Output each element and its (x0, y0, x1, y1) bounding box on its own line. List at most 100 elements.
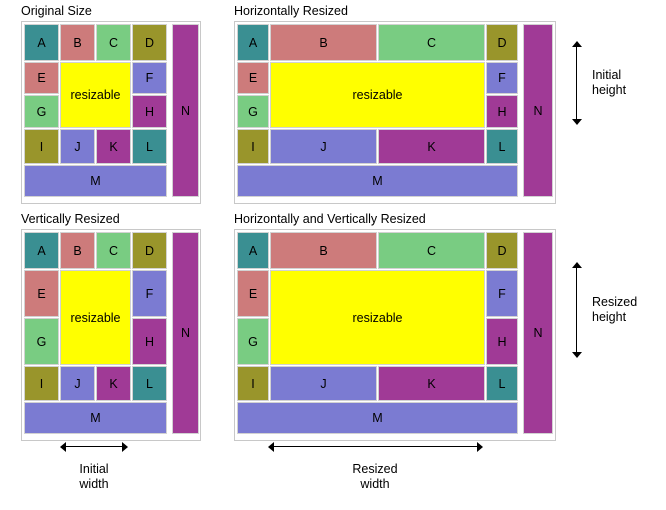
cell-label: L (146, 376, 153, 391)
initial-width-arrow (60, 442, 128, 452)
cell-resizable[interactable]: resizable (60, 270, 131, 365)
cell-d[interactable]: D (486, 232, 518, 269)
arrow-line (576, 267, 577, 353)
cell-label: M (90, 174, 101, 188)
cell-k[interactable]: K (378, 129, 485, 164)
cell-d[interactable]: D (132, 232, 167, 269)
cell-b[interactable]: B (270, 24, 377, 61)
cell-label: F (498, 286, 506, 301)
cell-c[interactable]: C (96, 24, 131, 61)
cell-label: F (498, 71, 506, 85)
cell-m[interactable]: M (24, 402, 167, 434)
cell-j[interactable]: J (60, 129, 95, 164)
cell-g[interactable]: G (237, 318, 269, 365)
arrow-line (576, 46, 577, 120)
cell-resizable[interactable]: resizable (270, 270, 485, 365)
cell-g[interactable]: G (24, 95, 59, 128)
cell-d[interactable]: D (486, 24, 518, 61)
cell-label: C (426, 243, 437, 258)
cell-label: I (39, 376, 44, 391)
cell-a[interactable]: A (237, 24, 269, 61)
arrow-head-up-icon (572, 262, 582, 268)
cell-l[interactable]: L (486, 129, 518, 164)
cell-j[interactable]: J (60, 366, 95, 401)
cell-h[interactable]: H (132, 95, 167, 128)
cell-label: F (145, 286, 154, 301)
cell-n[interactable]: N (523, 232, 553, 434)
cell-f[interactable]: F (132, 270, 167, 317)
cell-k[interactable]: K (96, 366, 131, 401)
panel-title-both: Horizontally and Vertically Resized (234, 212, 426, 226)
cell-a[interactable]: A (24, 24, 59, 61)
cell-label: E (248, 286, 258, 301)
cell-b[interactable]: B (270, 232, 377, 269)
cell-label: H (497, 104, 507, 119)
cell-i[interactable]: I (237, 129, 269, 164)
cell-label: K (427, 376, 436, 391)
cell-f[interactable]: F (486, 270, 518, 317)
cell-label: B (73, 35, 82, 50)
cell-m[interactable]: M (237, 402, 518, 434)
cell-e[interactable]: E (24, 62, 59, 94)
cell-label: M (372, 411, 383, 425)
cell-label: L (146, 139, 153, 154)
cell-h[interactable]: H (132, 318, 167, 365)
cell-label: L (498, 139, 506, 154)
cell-label: J (74, 139, 81, 154)
cell-b[interactable]: B (60, 232, 95, 269)
layout-grid-vertical: A B C D E G resizable F H I J K L M N (21, 229, 201, 441)
cell-k[interactable]: K (96, 129, 131, 164)
cell-c[interactable]: C (378, 24, 485, 61)
cell-i[interactable]: I (24, 366, 59, 401)
cell-g[interactable]: G (237, 95, 269, 128)
cell-a[interactable]: A (24, 232, 59, 269)
cell-g[interactable]: G (24, 318, 59, 365)
cell-label: J (320, 139, 327, 154)
cell-h[interactable]: H (486, 95, 518, 128)
cell-label: G (36, 334, 47, 349)
cell-l[interactable]: L (132, 366, 167, 401)
cell-l[interactable]: L (132, 129, 167, 164)
cell-i[interactable]: I (24, 129, 59, 164)
cell-j[interactable]: J (270, 129, 377, 164)
cell-m[interactable]: M (24, 165, 167, 197)
cell-b[interactable]: B (60, 24, 95, 61)
cell-label: A (248, 243, 258, 258)
cell-label: B (319, 35, 328, 50)
cell-resizable[interactable]: resizable (270, 62, 485, 128)
cell-resizable[interactable]: resizable (60, 62, 131, 128)
panel-title-horizontal: Horizontally Resized (234, 4, 348, 18)
cell-h[interactable]: H (486, 318, 518, 365)
cell-f[interactable]: F (132, 62, 167, 94)
cell-n[interactable]: N (523, 24, 553, 197)
cell-label: K (427, 139, 436, 154)
panel-original-size: Original Size A B C D E G resizable F H … (21, 4, 201, 204)
cell-label: I (251, 139, 255, 154)
cell-e[interactable]: E (237, 62, 269, 94)
cell-m[interactable]: M (237, 165, 518, 197)
cell-c[interactable]: C (96, 232, 131, 269)
arrow-head-right-icon (122, 442, 128, 452)
cell-l[interactable]: L (486, 366, 518, 401)
cell-label: resizable (70, 310, 121, 325)
cell-label: E (248, 71, 258, 85)
cell-a[interactable]: A (237, 232, 269, 269)
cell-d[interactable]: D (132, 24, 167, 61)
cell-label: D (497, 243, 507, 258)
cell-c[interactable]: C (378, 232, 485, 269)
cell-i[interactable]: I (237, 366, 269, 401)
cell-k[interactable]: K (378, 366, 485, 401)
cell-e[interactable]: E (237, 270, 269, 317)
cell-n[interactable]: N (172, 24, 199, 197)
arrow-head-down-icon (572, 119, 582, 125)
cell-label: N (180, 326, 191, 340)
cell-label: H (144, 104, 155, 119)
layout-grid-horizontal: A B C D E G resizable F H I J K L M N (234, 21, 556, 204)
cell-e[interactable]: E (24, 270, 59, 317)
cell-label: N (533, 326, 543, 340)
cell-f[interactable]: F (486, 62, 518, 94)
cell-j[interactable]: J (270, 366, 377, 401)
cell-n[interactable]: N (172, 232, 199, 434)
cell-label: L (498, 376, 506, 391)
